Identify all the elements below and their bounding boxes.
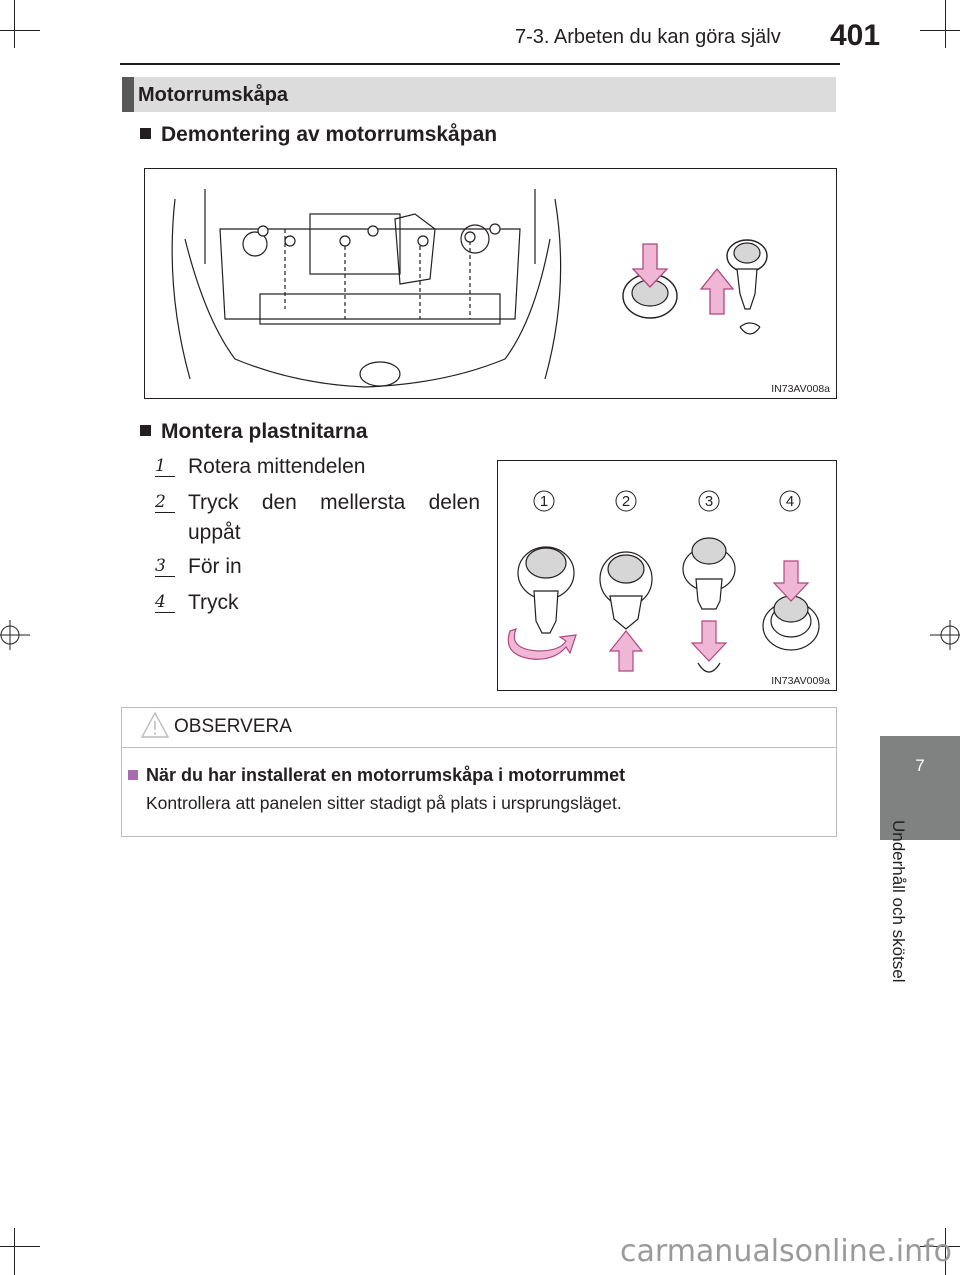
square-bullet-icon bbox=[140, 128, 151, 139]
figure-step-label: 1 bbox=[540, 493, 548, 510]
notice-heading: När du har installerat en motorrumskåpa … bbox=[128, 765, 625, 786]
figure-step-label: 2 bbox=[622, 493, 630, 510]
figure-code: IN73AV008a bbox=[771, 383, 830, 395]
registration-mark bbox=[0, 620, 30, 650]
crop-mark bbox=[945, 0, 946, 48]
notice-divider bbox=[121, 747, 837, 748]
rivet-steps-illustration: 1 2 3 4 bbox=[507, 490, 820, 673]
crop-mark bbox=[0, 30, 40, 31]
notice-body: Kontrollera att panelen sitter stadigt p… bbox=[146, 793, 622, 813]
header-rule bbox=[120, 63, 840, 65]
crop-mark bbox=[14, 1228, 15, 1275]
engine-bay-illustration bbox=[171, 189, 768, 388]
step-text: Tryck den mellersta delen uppåt bbox=[188, 491, 480, 544]
step-number: 1 bbox=[155, 456, 175, 477]
step-number: 4 bbox=[155, 592, 175, 613]
step-text: Tryck bbox=[188, 591, 239, 614]
figure-rivet-installation: 1 2 3 4 bbox=[497, 460, 837, 691]
chapter-tab bbox=[880, 736, 960, 840]
figure-code: IN73AV009a bbox=[771, 675, 830, 687]
subsection-heading: Montera plastnitarna bbox=[140, 420, 368, 444]
running-header: 7-3. Arbeten du kan göra själv bbox=[515, 26, 781, 48]
square-bullet-icon bbox=[128, 770, 138, 780]
page-number: 401 bbox=[830, 19, 881, 52]
step-number: 3 bbox=[155, 556, 175, 577]
notice-title: OBSERVERA bbox=[174, 716, 292, 737]
step-number: 2 bbox=[155, 492, 175, 513]
step-text: För in bbox=[188, 555, 242, 578]
registration-mark bbox=[930, 620, 960, 650]
figure-step-label: 4 bbox=[786, 493, 794, 510]
crop-mark bbox=[14, 0, 15, 48]
figure-step-label: 3 bbox=[705, 493, 713, 510]
subsection-title: Montera plastnitarna bbox=[161, 420, 368, 443]
subsection-title: Demontering av motorrumskåpan bbox=[161, 123, 498, 146]
square-bullet-icon bbox=[140, 425, 151, 436]
warning-triangle-icon bbox=[140, 711, 170, 738]
crop-mark bbox=[920, 30, 960, 31]
subsection-heading: Demontering av motorrumskåpan bbox=[140, 123, 497, 147]
crop-mark bbox=[920, 1246, 960, 1247]
section-title: Motorrumskåpa bbox=[138, 84, 289, 106]
chapter-label: Underhåll och skötsel bbox=[889, 820, 908, 983]
section-banner bbox=[122, 77, 836, 112]
notice-box bbox=[121, 707, 837, 837]
figure-engine-cover-removal: IN73AV008a bbox=[144, 168, 837, 399]
crop-mark bbox=[945, 1228, 946, 1275]
step-text: Rotera mittendelen bbox=[188, 455, 366, 478]
watermark: carmanualsonline.info bbox=[620, 1234, 952, 1269]
chapter-number: 7 bbox=[915, 756, 925, 775]
crop-mark bbox=[0, 1246, 40, 1247]
